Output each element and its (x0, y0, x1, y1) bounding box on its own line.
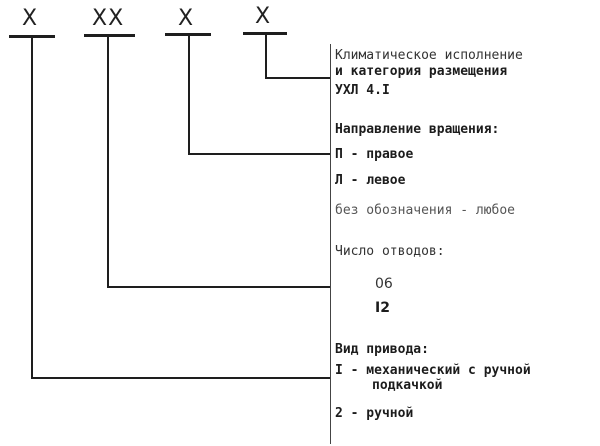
rotation-title: Направление вращения: (335, 122, 500, 137)
outlets-option-12: I2 (375, 300, 390, 316)
rotation-option-any: без обозначения - любое (335, 203, 516, 218)
drive-title: Вид привода: (335, 342, 429, 357)
stem-rotation (188, 34, 190, 155)
rotation-option-left: Л - левое (335, 173, 406, 188)
stem-drive (31, 36, 33, 379)
code-symbol-climate: X (255, 4, 272, 29)
stem-outlets (107, 35, 109, 288)
code-symbol-outlets: XX (92, 6, 125, 31)
bar-outlets (84, 34, 135, 37)
connector-climate (265, 77, 331, 79)
connector-drive (31, 377, 331, 379)
outlets-option-06: 06 (375, 276, 393, 292)
code-symbol-rotation: X (178, 6, 195, 31)
code-symbol-drive: X (22, 6, 39, 31)
drive-option-mechanical: I - механический с ручной (335, 363, 531, 378)
climate-label-line1: Климатическое исполнение (335, 48, 523, 63)
drive-option-mechanical-cont: подкачкой (372, 378, 443, 393)
connector-outlets (107, 286, 331, 288)
rotation-option-right: П - правое (335, 147, 414, 162)
climate-value: УХЛ 4.I (335, 83, 390, 98)
drive-option-manual: 2 - ручной (335, 406, 414, 421)
outlets-title: Число отводов: (335, 244, 445, 259)
bracket-line (330, 44, 331, 444)
connector-rotation (188, 153, 331, 155)
climate-label-line2: и категория размещения (335, 64, 508, 79)
stem-climate (265, 33, 267, 79)
